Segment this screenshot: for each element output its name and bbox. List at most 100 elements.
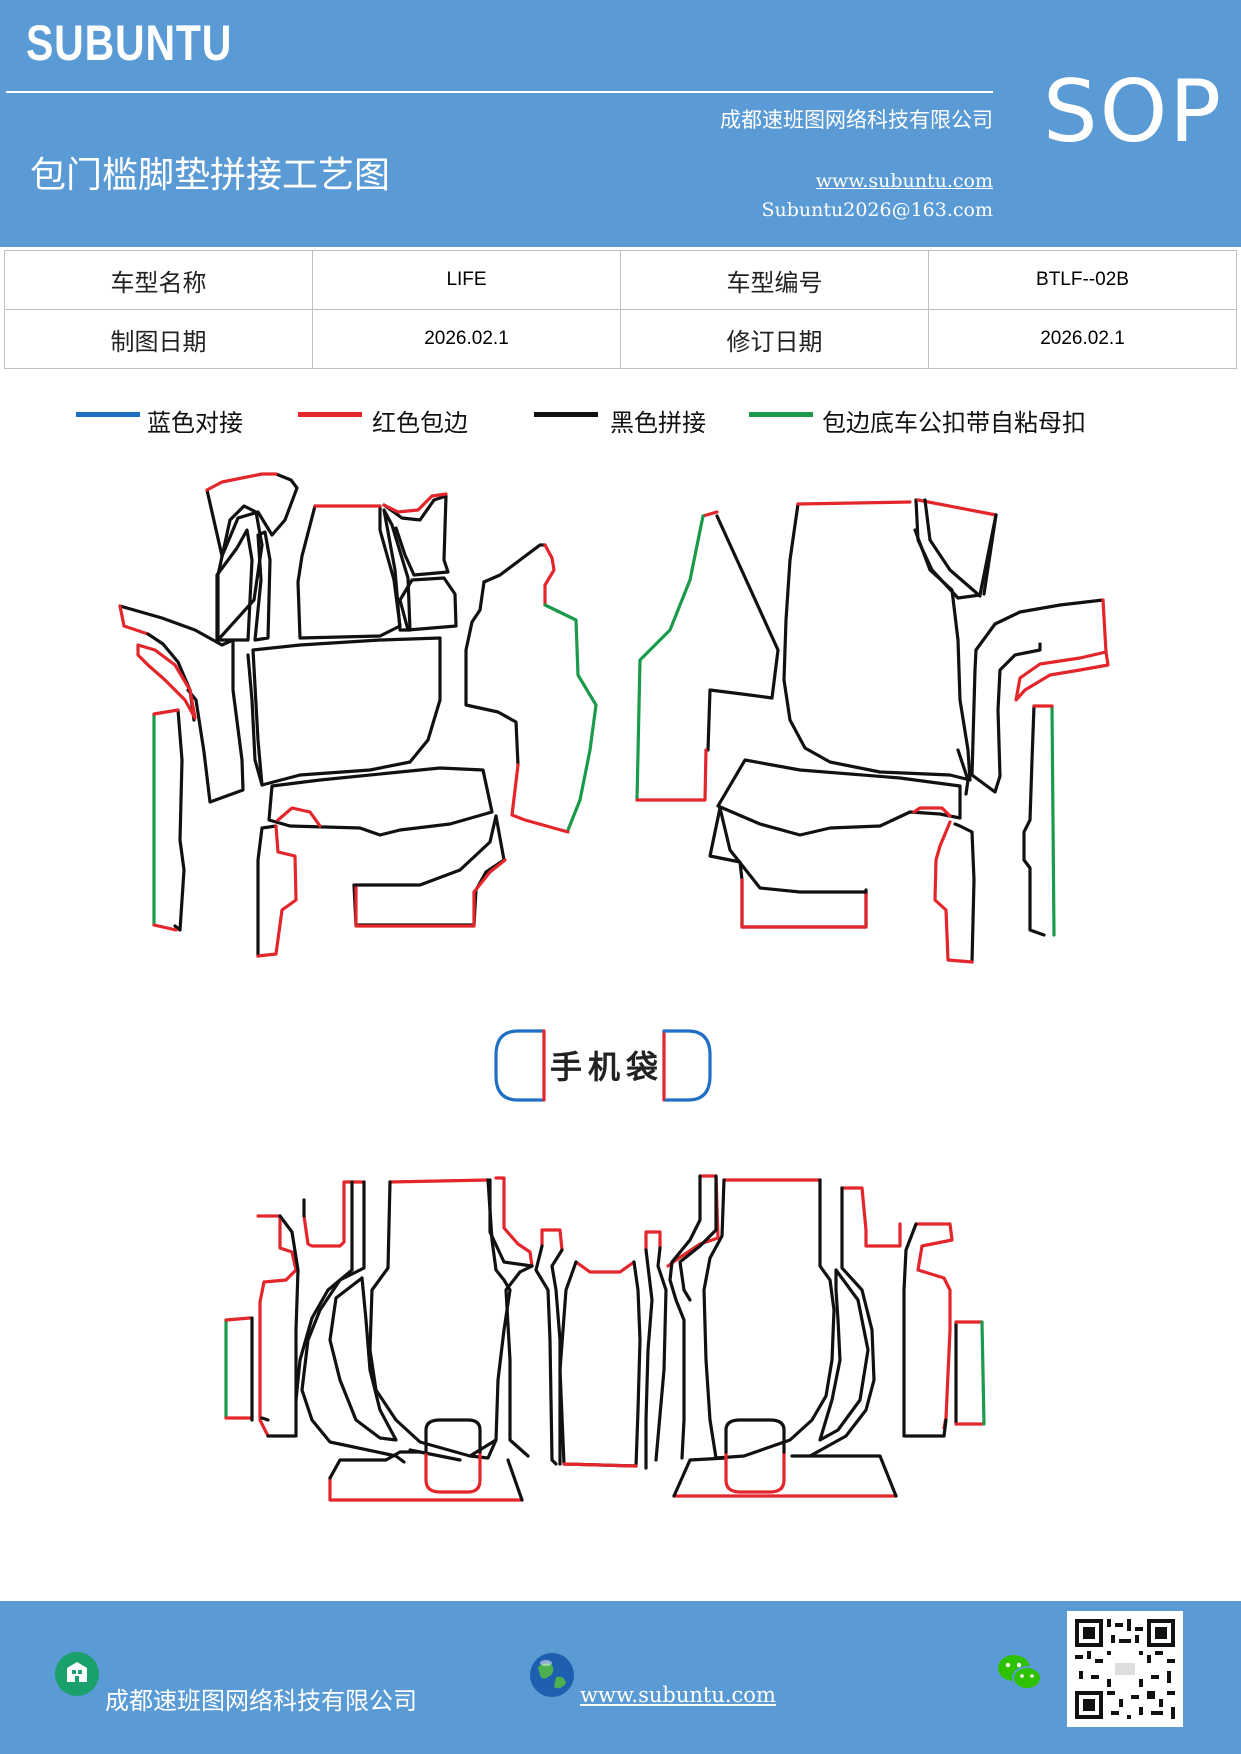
mat-edge-red	[256, 1214, 298, 1438]
table-row: 制图日期 2026.02.1 修订日期 2026.02.1	[4, 309, 1237, 369]
mat-piece	[382, 494, 450, 577]
mat-piece	[216, 504, 264, 642]
phone-bag-left-blue	[494, 1029, 546, 1102]
mat-edge-red	[574, 1260, 636, 1274]
header-banner: SUBUNTU 成都速班图网络科技有限公司 包门槛脚垫拼接工艺图 www.sub…	[0, 0, 1241, 247]
revise-date-value: 2026.02.1	[928, 309, 1237, 369]
mat-edge-red	[701, 510, 719, 518]
front-right-mat-pieces	[635, 498, 1110, 964]
mat-edge-green	[635, 514, 705, 802]
mat-piece	[668, 1174, 702, 1460]
legend-label-black: 黑色拼接	[610, 409, 706, 437]
mat-piece	[956, 748, 970, 796]
mat-piece	[482, 543, 547, 584]
mat-edge-green	[543, 603, 598, 832]
mat-piece	[146, 632, 196, 722]
phone-bag-group: 手机袋	[494, 1029, 712, 1102]
mat-piece	[173, 708, 186, 932]
mat-piece	[215, 528, 254, 642]
header-company: 成都速班图网络科技有限公司	[720, 108, 993, 132]
mat-piece	[953, 822, 976, 964]
legend-label-blue: 蓝色对接	[147, 409, 243, 437]
mat-edge-red	[916, 498, 998, 517]
header-divider	[6, 91, 993, 93]
legend: 蓝色对接 红色包边 黑色拼接 包边底车公扣带自粘母扣	[0, 403, 1241, 437]
brand-logo: SUBUNTU	[26, 15, 233, 71]
legend-swatch-black	[534, 412, 598, 417]
mat-edge-red	[276, 806, 322, 828]
mat-edge-red	[382, 492, 448, 514]
mat-edge-red	[840, 1186, 902, 1248]
mat-piece	[534, 1244, 564, 1466]
mat-edge-red	[914, 1222, 954, 1430]
mat-piece	[1022, 704, 1046, 937]
mat-edge-red	[118, 604, 150, 636]
mat-piece	[246, 653, 264, 787]
sop-badge: SOP	[1043, 62, 1224, 162]
legend-swatch-red	[298, 412, 362, 417]
mat-piece	[914, 498, 998, 600]
mat-edge-red	[724, 1450, 786, 1494]
mat-edge-red	[510, 763, 570, 834]
mat-edge-red	[954, 1320, 984, 1426]
mat-splicing-diagram: 手机袋	[118, 472, 1110, 1502]
mat-piece	[718, 806, 868, 894]
mat-edge-green	[1050, 704, 1056, 937]
mat-edge-red	[912, 806, 952, 818]
model-code-label: 车型编号	[620, 250, 929, 310]
model-name-label: 车型名称	[4, 250, 313, 310]
globe-icon	[530, 1653, 574, 1697]
mat-edge-red	[354, 858, 507, 928]
info-table: 车型名称 LIFE 车型编号 BTLF--02B 制图日期 2026.02.1 …	[4, 250, 1237, 369]
mat-piece	[267, 766, 494, 837]
mat-piece	[368, 1178, 512, 1460]
mat-piece	[398, 576, 458, 632]
mat-piece	[678, 1174, 718, 1302]
mat-edge-red	[152, 708, 180, 932]
wechat-icon	[998, 1655, 1042, 1690]
mat-piece	[251, 636, 442, 787]
mat-piece	[294, 1180, 354, 1402]
mat-piece	[205, 472, 299, 558]
mat-piece	[702, 1178, 836, 1460]
phone-bag-right-blue	[662, 1029, 712, 1102]
draw-date-label: 制图日期	[4, 309, 313, 369]
legend-label-green: 包边底车公扣带自粘母扣	[822, 409, 1086, 437]
mat-piece	[558, 1260, 642, 1468]
header-email: Subuntu2026@163.com	[761, 199, 993, 221]
mat-piece	[923, 498, 998, 598]
mat-piece	[253, 530, 272, 642]
mat-piece	[260, 1416, 270, 1422]
mat-piece	[296, 504, 402, 640]
mat-edge-red	[543, 543, 556, 607]
qr-code	[1067, 1611, 1183, 1727]
mat-piece	[118, 604, 245, 804]
mat-edge-red	[302, 1180, 366, 1248]
revise-date-label: 修订日期	[620, 309, 929, 369]
mat-edge-red	[256, 824, 298, 958]
model-name-value: LIFE	[312, 250, 621, 310]
mat-edge-red	[388, 1178, 490, 1184]
mat-edge-red	[635, 748, 708, 802]
mat-piece	[354, 814, 498, 887]
footer-banner: 成都速班图网络科技有限公司 www.subuntu.com	[0, 1601, 1241, 1754]
mat-piece	[644, 1246, 668, 1470]
mat-edge-red	[740, 878, 868, 929]
mat-piece	[300, 1180, 406, 1464]
mat-piece	[970, 598, 1105, 794]
header-website-link[interactable]: www.subuntu.com	[815, 170, 993, 192]
mat-piece	[256, 824, 278, 958]
footer-company: 成都速班图网络科技有限公司	[105, 1687, 417, 1715]
document-title: 包门槛脚垫拼接工艺图	[30, 155, 391, 196]
model-code-value: BTLF--02B	[928, 250, 1237, 310]
mat-edge-red	[1014, 598, 1110, 702]
mat-edge-red	[933, 820, 974, 964]
mat-piece	[708, 806, 868, 929]
footer-website-link[interactable]: www.subuntu.com	[580, 1683, 776, 1707]
mat-piece	[488, 1178, 534, 1458]
mat-piece	[672, 1454, 898, 1498]
table-row: 车型名称 LIFE 车型编号 BTLF--02B	[4, 250, 1237, 310]
draw-date-value: 2026.02.1	[312, 309, 621, 369]
mat-edge-red	[540, 1228, 564, 1252]
mat-piece	[518, 1264, 534, 1274]
